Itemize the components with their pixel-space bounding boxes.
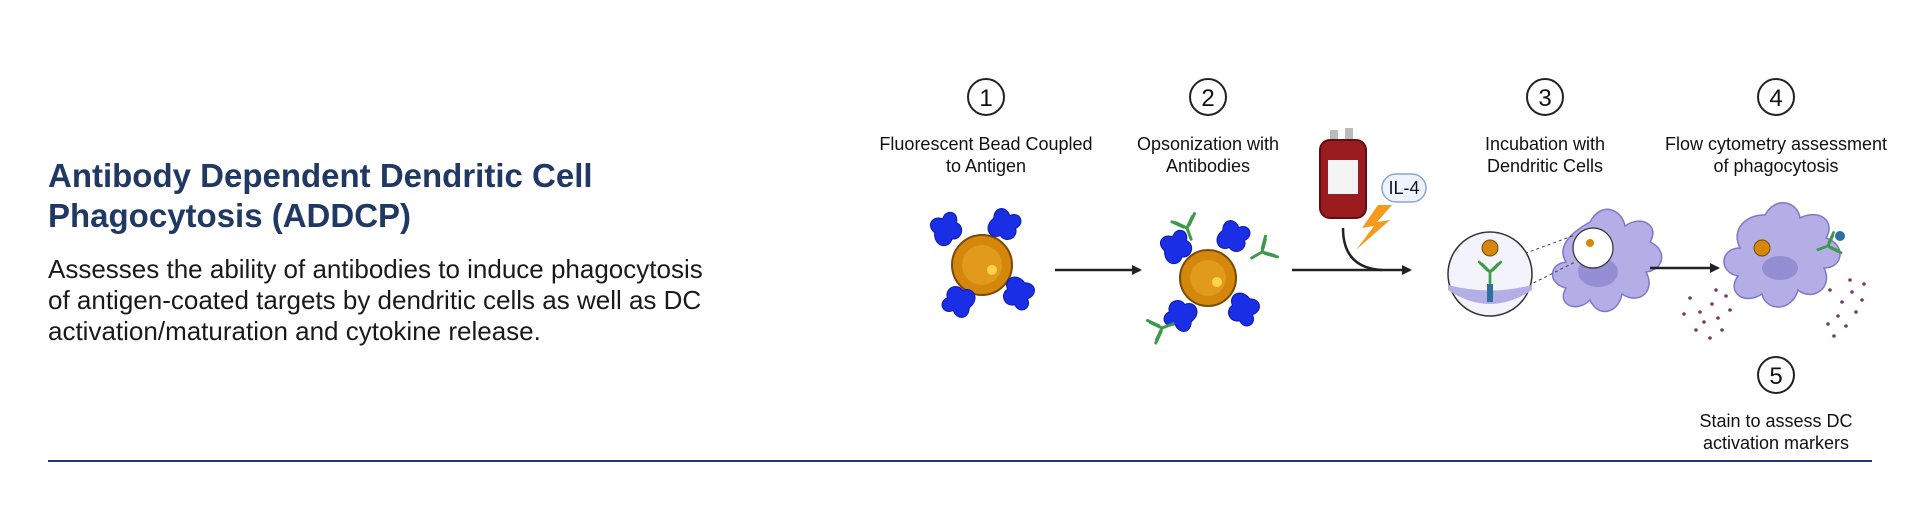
description-line-2: of antigen-coated targets by dendritic c…	[48, 285, 702, 315]
step-5-badge: 5	[1757, 356, 1795, 394]
title-line-2: Phagocytosis (ADDCP)	[48, 197, 412, 234]
il4-feed-line	[1341, 227, 1383, 272]
il4-text: IL-4	[1388, 178, 1419, 198]
step-3-label-line-1: Incubation with	[1485, 134, 1605, 154]
step-2-label-line-2: Antibodies	[1166, 156, 1250, 176]
lightning-icon	[1356, 205, 1392, 250]
step-3-badge: 3	[1526, 78, 1564, 116]
step-1-label-line-2: to Antigen	[946, 156, 1026, 176]
blood-bag-icon	[1319, 128, 1367, 219]
page-title: Antibody Dependent Dendritic Cell Phagoc…	[48, 156, 808, 236]
step-3-label-line-2: Dendritic Cells	[1487, 156, 1603, 176]
step-5-number: 5	[1769, 363, 1782, 390]
description-line-3: activation/maturation and cytokine relea…	[48, 316, 541, 346]
step-5-label-line-1: Stain to assess DC	[1699, 411, 1852, 431]
step-3-number: 3	[1538, 85, 1551, 112]
step-4-number: 4	[1769, 85, 1782, 112]
opsonized-bead-icon	[1146, 212, 1280, 345]
step-2-label-line-1: Opsonization with	[1137, 134, 1279, 154]
step-4-label-line-1: Flow cytometry assessment	[1665, 134, 1887, 154]
step-5-label-line-2: activation markers	[1703, 433, 1849, 453]
step-4-label-line-2: of phagocytosis	[1713, 156, 1838, 176]
step-2-number: 2	[1201, 85, 1214, 112]
dendritic-cell-incubation-icon	[1447, 208, 1663, 317]
antigen-coated-bead-icon	[925, 205, 1038, 321]
description-line-1: Assesses the ability of antibodies to in…	[48, 254, 703, 284]
activated-dendritic-cell-icon	[1682, 202, 1866, 340]
il4-label: IL-4	[1381, 173, 1427, 203]
title-line-1: Antibody Dependent Dendritic Cell	[48, 157, 593, 194]
step-1-label-line-1: Fluorescent Bead Coupled	[879, 134, 1092, 154]
step-2-badge: 2	[1189, 78, 1227, 116]
step-1-number: 1	[979, 85, 992, 112]
description: Assesses the ability of antibodies to in…	[48, 254, 808, 347]
step-1-badge: 1	[967, 78, 1005, 116]
step-4-badge: 4	[1757, 78, 1795, 116]
bottom-divider	[48, 460, 1872, 462]
